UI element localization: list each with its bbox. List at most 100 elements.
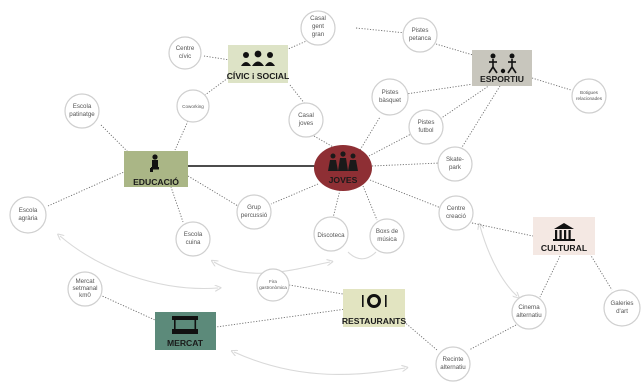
node-label-line: cuina: [186, 239, 201, 246]
node-discoteca[interactable]: Discoteca: [313, 216, 349, 252]
hub-esportiu[interactable]: ESPORTIU: [472, 50, 532, 86]
node-pistes-petanca[interactable]: Pistes petanca: [402, 17, 438, 53]
node-label-line: gastronòmica: [259, 285, 287, 290]
node-label-line: Escola: [184, 231, 203, 238]
node-label-line: alternatiu: [440, 364, 466, 371]
node-coworking[interactable]: Coworking: [176, 89, 210, 123]
node-recinte-alternatiu[interactable]: Recinte alternatiu: [435, 346, 471, 382]
node-botigues-relacionades[interactable]: Botigues relacionades: [571, 78, 607, 114]
node-label-line: petanca: [409, 35, 432, 42]
node-label-line: setmanal: [72, 285, 97, 292]
node-skate-park[interactable]: Skate- park: [437, 146, 473, 182]
link: [174, 120, 189, 151]
node-label-line: gent: [312, 23, 324, 30]
node-label-line: park: [449, 164, 462, 171]
hub-restaurants[interactable]: RESTAURANTS: [342, 289, 407, 327]
hub-label: CULTURAL: [541, 243, 587, 253]
hub-label: JOVES: [329, 175, 358, 185]
flow-arrow: [480, 226, 517, 296]
link: [270, 183, 319, 205]
node-label-line: cívic: [179, 53, 191, 60]
node-label-line: futbol: [418, 127, 433, 134]
link: [99, 294, 156, 321]
node-label-line: percussió: [241, 212, 268, 219]
market-stall-icon: [172, 316, 198, 334]
link: [313, 135, 336, 149]
hub-label: ESPORTIU: [480, 74, 524, 84]
link: [289, 84, 306, 105]
node-label-line: Pistes: [382, 89, 399, 96]
node-label-line: Escola: [73, 103, 92, 110]
node-label-line: gran: [312, 31, 325, 38]
node-centre-civic[interactable]: Centre cívic: [168, 36, 202, 70]
teacher-board-icon: [150, 154, 159, 172]
hub-mercat[interactable]: MERCAT: [155, 312, 216, 350]
plate-cutlery-icon: [362, 294, 387, 308]
link: [203, 55, 231, 61]
node-label-line: Escola: [19, 207, 38, 214]
hub-educacio[interactable]: EDUCACIÓ: [124, 151, 188, 187]
people-group-icon: [241, 50, 275, 66]
node-label-line: Pistes: [412, 27, 429, 34]
node-grup-percussio[interactable]: Grup percussió: [236, 194, 272, 230]
node-casal-gent-gran[interactable]: Casal gent gran: [300, 10, 336, 46]
link: [359, 116, 381, 151]
node-mercat-setmanal[interactable]: Mercat setmanal km0: [67, 271, 103, 307]
node-pistes-futbol[interactable]: Pistes futbol: [408, 109, 444, 145]
link: [539, 255, 561, 298]
node-boxs-musica[interactable]: Boxs de música: [369, 218, 405, 254]
node-label-line: joves: [298, 120, 313, 127]
link: [369, 179, 442, 209]
link: [332, 189, 341, 219]
node-centre-creacio[interactable]: Centre creació: [438, 195, 474, 231]
node-label-line: Grup: [247, 204, 261, 211]
link: [371, 162, 441, 167]
flow-arrows: [60, 226, 517, 376]
link: [355, 27, 407, 34]
link: [169, 183, 184, 223]
node-label-line: Discoteca: [317, 232, 345, 239]
hub-label: MERCAT: [167, 338, 204, 348]
node-label-line: Mercat: [76, 278, 95, 285]
node-label-line: Recinte: [443, 356, 465, 363]
link: [405, 81, 488, 95]
node-fira-gastronomica[interactable]: Fira gastronòmica: [256, 268, 290, 302]
hub-joves[interactable]: JOVES: [314, 145, 372, 191]
node-pistes-basquet[interactable]: Pistes bàsquet: [371, 78, 409, 116]
node-label-line: Casal: [310, 15, 326, 22]
link: [47, 171, 125, 207]
link: [288, 284, 344, 295]
node-escola-agraria[interactable]: Escola agrària: [9, 196, 47, 234]
link: [589, 253, 613, 291]
hub-civic-social[interactable]: CÍVIC i SOCIAL: [227, 45, 290, 83]
link: [215, 308, 347, 328]
node-label-line: Centre: [176, 45, 195, 52]
link: [368, 132, 414, 157]
youth-group-icon: [328, 151, 358, 171]
node-escola-patinatge[interactable]: Escola patinatge: [64, 93, 100, 129]
flow-arrow: [347, 251, 377, 260]
node-label-line: km0: [79, 292, 91, 299]
hub-cultural[interactable]: CULTURAL: [533, 217, 595, 255]
flow-arrow: [60, 236, 218, 288]
link: [257, 29, 333, 63]
node-cinema-alternatiu[interactable]: Cinema alternatiu: [511, 294, 547, 330]
node-galeries-art[interactable]: Galeries d'art: [603, 289, 641, 327]
node-casal-joves[interactable]: Casal joves: [288, 102, 324, 138]
hub-label: CÍVIC i SOCIAL: [227, 71, 290, 81]
node-label-line: alternatiu: [516, 312, 542, 319]
node-escola-cuina[interactable]: Escola cuina: [175, 221, 211, 257]
link: [100, 124, 129, 153]
node-label-line: patinatge: [69, 111, 95, 118]
node-label-line: Boxs de: [376, 228, 399, 235]
node-label-line: Coworking: [182, 104, 204, 109]
node-label-line: Botigues: [580, 90, 599, 95]
node-label-line: música: [377, 236, 397, 243]
museum-building-icon: [553, 223, 575, 241]
node-label-line: agrària: [18, 215, 38, 222]
link: [187, 175, 239, 207]
node-label-line: Centre: [447, 205, 466, 212]
node-label-line: relacionades: [576, 96, 603, 101]
link: [531, 77, 572, 91]
